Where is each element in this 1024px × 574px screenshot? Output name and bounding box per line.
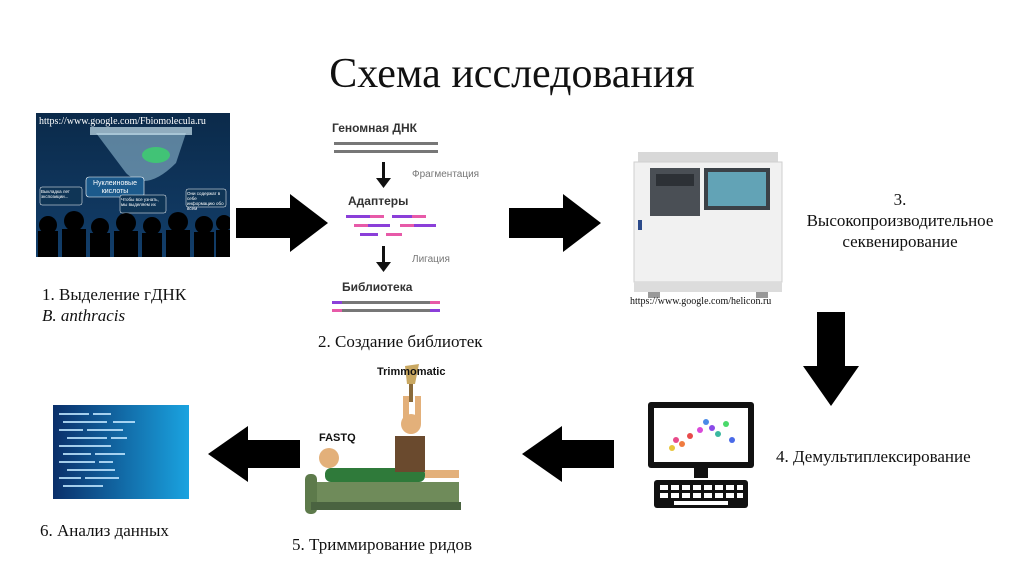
library-label: Библиотека — [342, 280, 413, 294]
step-5-label: 5. Триммирование ридов — [292, 535, 473, 554]
ligation-label: Лигация — [412, 254, 450, 265]
bubble-nucleic-acids: Нуклеиновые кислоты — [93, 180, 137, 195]
image-source-url: https://www.google.com/Fbiomolecula.ru — [39, 116, 206, 127]
adapters-label: Адаптеры — [348, 194, 409, 208]
step-1-title: 1. Выделение гДНК — [42, 285, 187, 304]
step-3-title-line1: Высокопроизводительное — [806, 211, 994, 230]
trimmomatic-label: Trimmomatic — [377, 366, 446, 378]
bubble-left: Выкладка лет экспозиции... — [41, 189, 70, 199]
step-4-label: 4. Демультиплексирование — [776, 447, 971, 466]
fastq-label: FASTQ — [319, 432, 356, 444]
step-2-label: 2. Создание библиотек — [318, 332, 483, 351]
page-title: Схема исследования — [329, 51, 695, 97]
computer-image — [646, 400, 756, 512]
sequencer-image — [628, 150, 788, 310]
step-3-number: 3. — [893, 190, 907, 209]
sequencer-source-url: https://www.google.com/helicon.ru — [630, 296, 772, 307]
step-3-label: 3. Высокопроизводительное секвенирование — [790, 189, 1010, 252]
genomic-dna-label: Геномная ДНК — [332, 121, 417, 135]
arrow-right-2 — [509, 194, 601, 252]
trimmomatic-image: Trimmomatic FASTQ — [305, 362, 465, 518]
library-prep-diagram: Геномная ДНК Фрагментация Адаптеры Лигац… — [330, 118, 510, 318]
step-1-organism: B. anthracis — [42, 306, 126, 325]
arrow-left-2 — [208, 426, 300, 482]
bubble-middle: Чтобы все узнать, мы выделяем их — [121, 197, 159, 207]
arrow-right-1 — [236, 194, 328, 252]
bubble-right: Они содержат в себе информацию обо всем — [187, 191, 224, 211]
step-3-title-line2: секвенирование — [842, 232, 958, 251]
arrow-left-1 — [522, 426, 614, 482]
fragmentation-label: Фрагментация — [412, 169, 480, 180]
step-6-label: 6. Анализ данных — [40, 521, 169, 540]
data-analysis-image — [53, 405, 189, 499]
arrow-down — [803, 312, 859, 406]
step-1-label: 1. Выделение гДНК B. anthracis — [42, 284, 186, 326]
dna-extraction-image: https://www.google.com/Fbiomolecula.ru Н… — [36, 113, 232, 257]
